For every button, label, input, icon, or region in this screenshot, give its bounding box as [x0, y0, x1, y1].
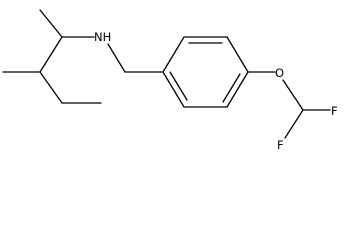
ring-bond-4 — [226, 71, 249, 108]
ring-bond-1 — [162, 36, 185, 73]
fluorine-atom-label-bottom: F — [277, 138, 284, 150]
bond-c-f-down — [284, 109, 304, 139]
bond-methyl-top — [39, 9, 63, 38]
ring-bond-3 — [226, 36, 249, 73]
benzene-ring — [162, 36, 249, 108]
oxygen-atom-label: O — [275, 66, 284, 80]
ring-double-bond-left — [169, 71, 188, 101]
ring-bond-6 — [162, 71, 185, 108]
bond-ch-ch — [39, 36, 63, 73]
bond-nh-ch2 — [107, 43, 126, 73]
difluoromethyl-group — [282, 79, 331, 139]
benzyl-linker — [107, 43, 164, 73]
chemical-structure: NH O F F — [2, 9, 338, 150]
alkyl-chain — [2, 9, 102, 104]
nitrogen-atom-label: NH — [94, 30, 111, 44]
fluorine-atom-label-top: F — [331, 104, 338, 118]
ring-double-bond-right — [222, 73, 241, 103]
bond-oxygen-chf2 — [282, 79, 304, 111]
bond-ethyl-1 — [39, 71, 63, 104]
